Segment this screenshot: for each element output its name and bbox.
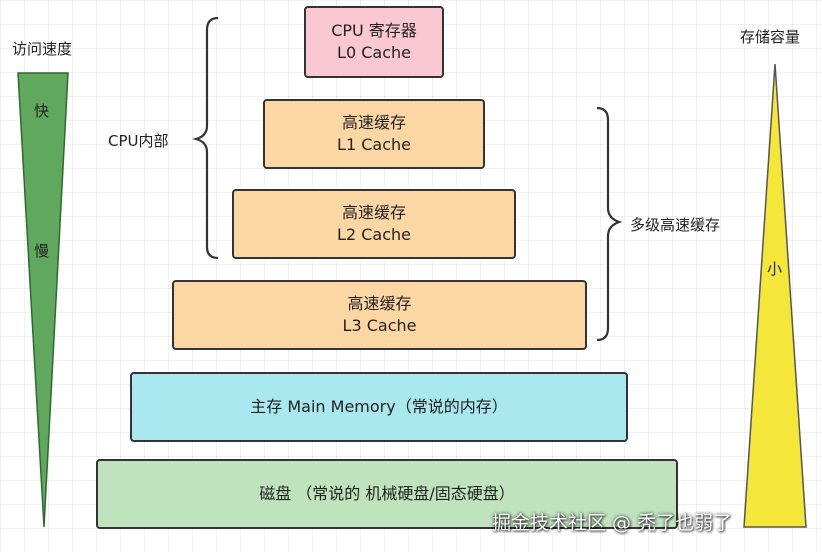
l3-cache-layer: 高速缓存 L3 Cache <box>172 280 587 350</box>
cpu-internal-brace <box>191 16 219 260</box>
register-layer: CPU 寄存器 L0 Cache <box>304 6 444 78</box>
l2-title: 高速缓存 <box>341 203 406 222</box>
fast-label: 快 <box>34 102 50 120</box>
main-memory-layer: 主存 Main Memory（常说的内存） <box>130 372 628 442</box>
disk-layer: 磁盘 （常说的 机械硬盘/固态硬盘） <box>96 459 678 529</box>
multi-level-cache-label: 多级高速缓存 <box>630 216 721 234</box>
l1-subtitle: L1 Cache <box>337 135 411 154</box>
l1-cache-layer: 高速缓存 L1 Cache <box>263 99 485 169</box>
disk-title: 磁盘 （常说的 机械硬盘/固态硬盘） <box>259 484 515 503</box>
l1-title: 高速缓存 <box>341 113 406 132</box>
speed-wedge <box>17 72 69 528</box>
multi-level-cache-brace <box>596 106 623 342</box>
l3-title: 高速缓存 <box>347 294 412 313</box>
capacity-wedge <box>743 63 807 528</box>
l3-subtitle: L3 Cache <box>342 316 417 335</box>
main-memory-title: 主存 Main Memory（常说的内存） <box>250 397 508 416</box>
watermark: 掘金技术社区 @ 秃了也弱了 <box>492 512 733 534</box>
capacity-label: 存储容量 <box>740 28 801 46</box>
l2-subtitle: L2 Cache <box>337 225 411 244</box>
small-label: 小 <box>767 260 783 278</box>
cpu-internal-label: CPU内部 <box>108 132 169 150</box>
speed-label: 访问速度 <box>12 40 73 58</box>
register-subtitle: L0 Cache <box>337 43 411 62</box>
l2-cache-layer: 高速缓存 L2 Cache <box>232 189 516 259</box>
slow-label: 慢 <box>34 242 50 260</box>
register-title: CPU 寄存器 <box>331 21 417 40</box>
